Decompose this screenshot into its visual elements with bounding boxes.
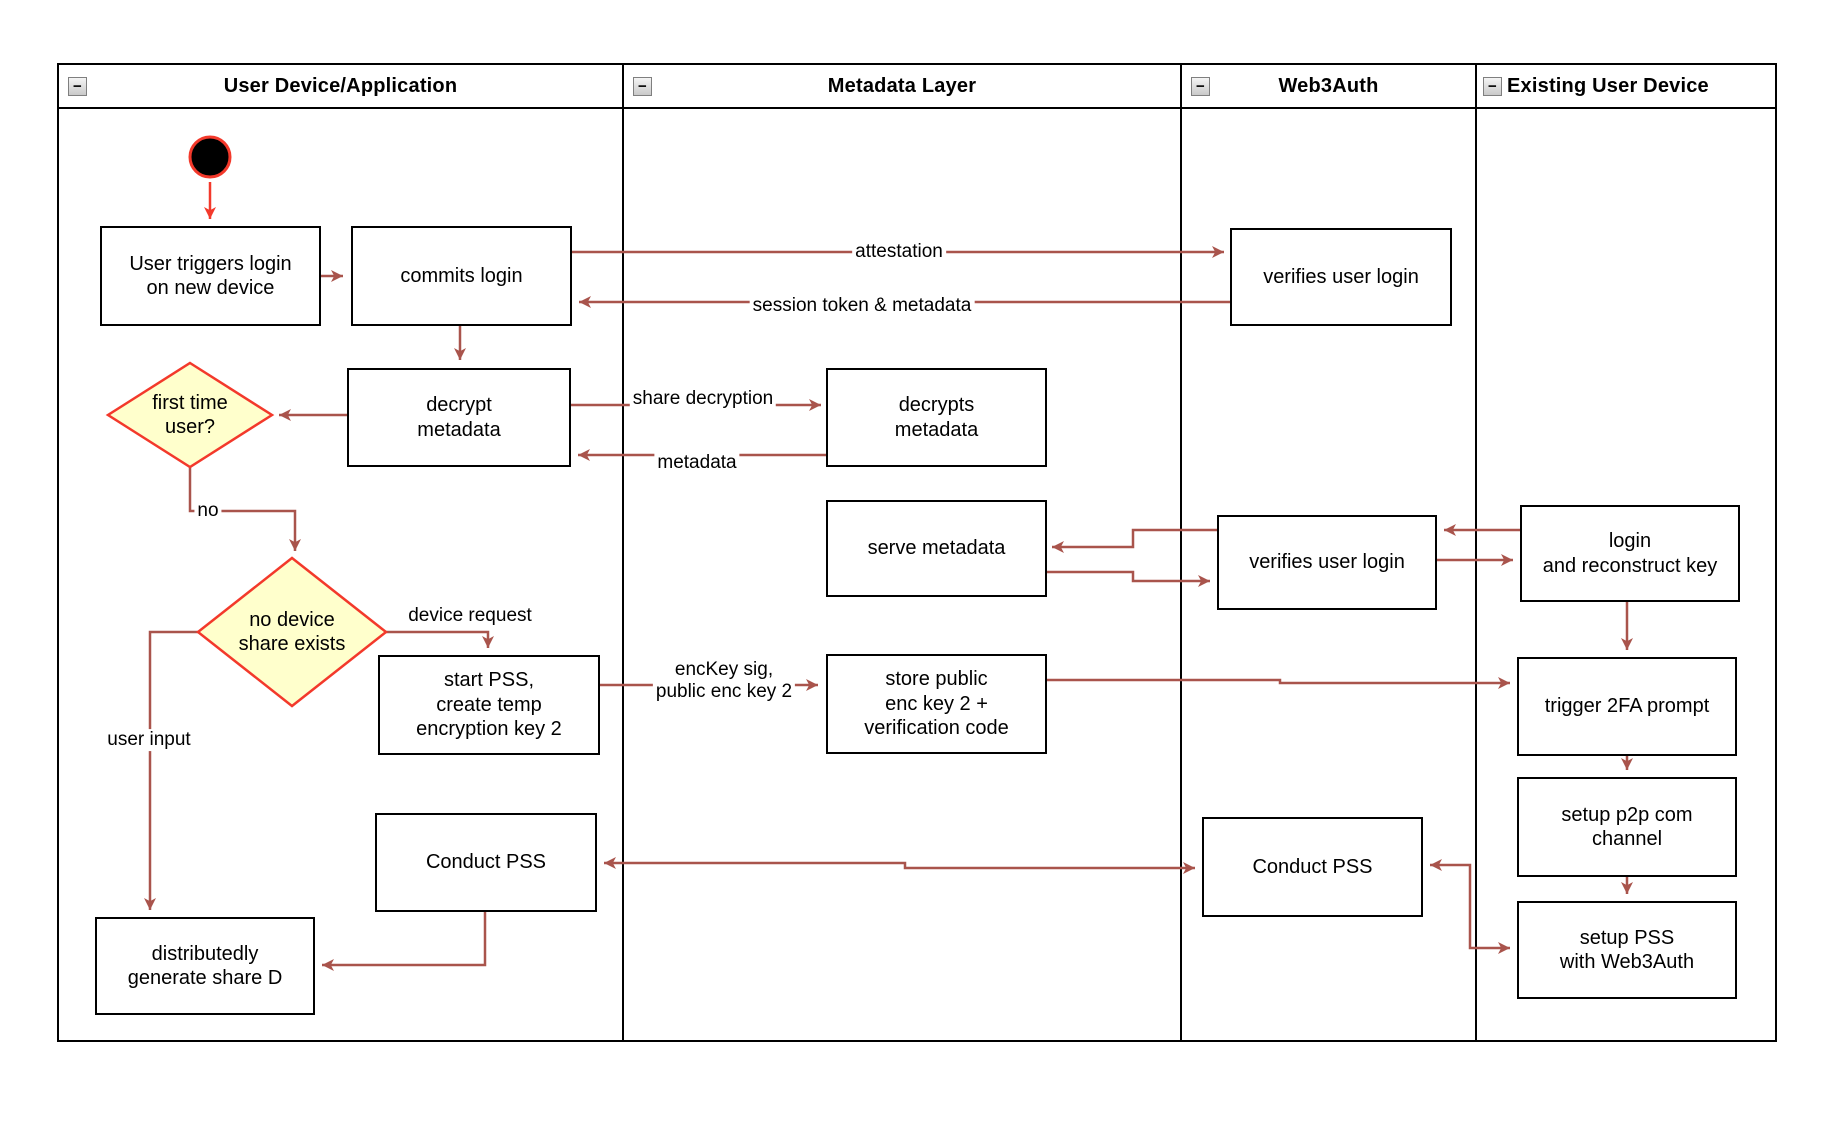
collapse-icon[interactable]: − xyxy=(633,77,652,96)
node-verifies-user-login-2: verifies user login xyxy=(1217,515,1437,610)
edge-label-session-token: session token & metadata xyxy=(749,295,975,317)
lane-title-user-device: User Device/Application xyxy=(223,74,458,97)
node-decrypts-metadata: decrypts metadata xyxy=(826,368,1047,467)
node-start-pss: start PSS, create temp encryption key 2 xyxy=(378,655,600,755)
collapse-icon[interactable]: − xyxy=(1483,77,1502,96)
lane-title-web3auth: Web3Auth xyxy=(1278,74,1379,97)
node-conduct-pss-user: Conduct PSS xyxy=(375,813,597,912)
edge-label-share-decryption: share decryption xyxy=(629,388,777,410)
lane-user-device: − User Device/Application xyxy=(59,65,624,1040)
node-setup-pss: setup PSS with Web3Auth xyxy=(1517,901,1737,999)
decision-first-time-user-label: first time user? xyxy=(152,392,228,438)
node-distributed-share: distributedly generate share D xyxy=(95,917,315,1015)
edge-label-metadata: metadata xyxy=(654,452,740,474)
node-trigger-2fa: trigger 2FA prompt xyxy=(1517,657,1737,756)
lane-header-metadata-layer: − Metadata Layer xyxy=(624,65,1180,109)
edge-label-attestation: attestation xyxy=(852,241,946,263)
edge-label-device-request: device request xyxy=(405,605,535,627)
decision-no-device-share-label: no device share exists xyxy=(238,609,346,655)
node-store-public-key: store public enc key 2 + verification co… xyxy=(826,654,1047,754)
node-verifies-user-login-1: verifies user login xyxy=(1230,228,1452,326)
node-serve-metadata: serve metadata xyxy=(826,500,1047,597)
collapse-icon[interactable]: − xyxy=(68,77,87,96)
node-user-triggers-login: User triggers login on new device xyxy=(100,226,321,326)
lane-header-web3auth: − Web3Auth xyxy=(1182,65,1475,109)
node-commits-login: commits login xyxy=(351,226,572,326)
node-decrypt-metadata: decrypt metadata xyxy=(347,368,571,467)
lane-existing-device: − Existing User Device xyxy=(1477,65,1775,1040)
swimlane-frame: − User Device/Application − Metadata Lay… xyxy=(57,63,1777,1042)
lane-web3auth: − Web3Auth xyxy=(1182,65,1477,1040)
edge-label-no: no xyxy=(194,500,222,522)
lane-header-user-device: − User Device/Application xyxy=(59,65,622,109)
edge-label-user-input: user input xyxy=(104,729,194,751)
lane-title-metadata-layer: Metadata Layer xyxy=(827,74,977,97)
collapse-icon[interactable]: − xyxy=(1191,77,1210,96)
lane-title-existing-device: Existing User Device xyxy=(1507,74,1709,97)
edge-label-enckey: encKey sig, public enc key 2 xyxy=(652,659,796,703)
lane-header-existing-device: − Existing User Device xyxy=(1477,65,1775,109)
node-setup-p2p: setup p2p com channel xyxy=(1517,777,1737,877)
node-login-reconstruct-key: login and reconstruct key xyxy=(1520,505,1740,602)
lane-metadata-layer: − Metadata Layer xyxy=(624,65,1182,1040)
node-conduct-pss-web3auth: Conduct PSS xyxy=(1202,817,1423,917)
